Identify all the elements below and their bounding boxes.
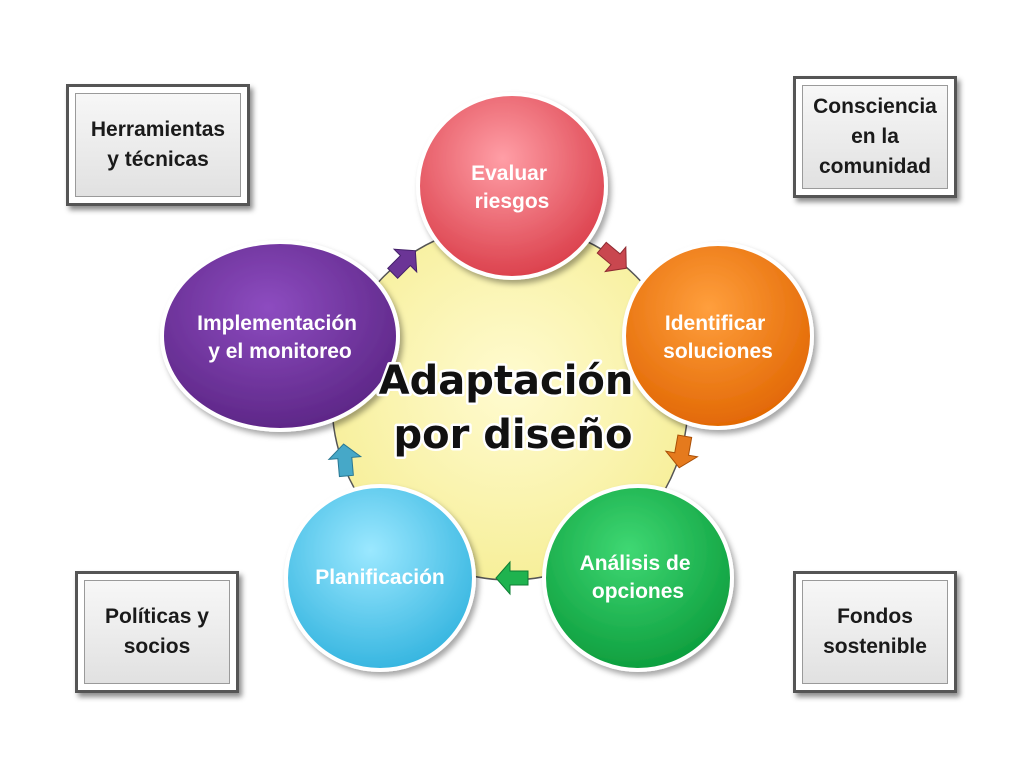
box-fondos-text: Fondos sostenible (823, 605, 927, 658)
svg-text:Identificar soluciones: Identificar soluciones (663, 312, 773, 363)
node-analisis-label-1: Análisis de (580, 552, 691, 575)
svg-text:Análisis de opciones: Análisis de opciones (580, 552, 697, 603)
box-herramientas-text: Herramientas y técnicas (90, 118, 226, 171)
box-fondos-inner: Fondos sostenible (802, 580, 948, 684)
svg-text:Planificación: Planificación (315, 566, 445, 589)
box-politicas-text: Políticas y socios (105, 605, 209, 658)
node-evaluar-label-1: Evaluar (471, 162, 547, 185)
center-title: Adaptación por diseño (379, 358, 648, 458)
box-consciencia-comunidad: Consciencia en la comunidad (793, 76, 957, 198)
node-identificar-label-1: Identificar (665, 312, 765, 335)
box-consciencia-inner: Consciencia en la comunidad (802, 85, 948, 189)
node-implementacion-label-2: y el monitoreo (208, 340, 352, 363)
node-implementacion-monitoreo: Implementación y el monitoreo (160, 240, 400, 432)
arrow-identificar-to-analisis-icon (664, 434, 699, 469)
svg-text:Evaluar riesgos: Evaluar riesgos (471, 162, 553, 213)
box-herramientas-tecnicas: Herramientas y técnicas (66, 84, 250, 206)
node-identificar-soluciones: Identificar soluciones (622, 242, 814, 430)
arrow-planificacion-to-implementacion-icon (327, 443, 363, 478)
box-politicas-socios: Políticas y socios (75, 571, 239, 693)
box-politicas-inner: Políticas y socios (84, 580, 230, 684)
arrow-implementacion-to-evaluar-icon (387, 248, 418, 279)
node-planificacion: Planificación (284, 484, 476, 672)
node-planificacion-label: Planificación (315, 566, 445, 589)
arrow-evaluar-to-identificar-icon (596, 241, 627, 273)
box-consciencia-text: Consciencia en la comunidad (813, 95, 937, 178)
node-identificar-label-2: soluciones (663, 340, 773, 363)
box-herramientas-inner: Herramientas y técnicas (75, 93, 241, 197)
center-title-line-2: por diseño (393, 412, 632, 458)
box-fondos-sostenible: Fondos sostenible (793, 571, 957, 693)
node-evaluar-riesgos: Evaluar riesgos (416, 92, 608, 280)
node-implementacion-label-1: Implementación (197, 312, 357, 335)
node-analisis-label-2: opciones (592, 580, 684, 603)
node-analisis-opciones: Análisis de opciones (542, 484, 734, 672)
svg-text:Implementación y el moni: Implementación y el monitoreo (197, 312, 363, 363)
arrow-analisis-to-planificacion-icon (495, 560, 529, 596)
center-title-line-1: Adaptación (379, 358, 634, 404)
node-evaluar-label-2: riesgos (475, 190, 550, 213)
